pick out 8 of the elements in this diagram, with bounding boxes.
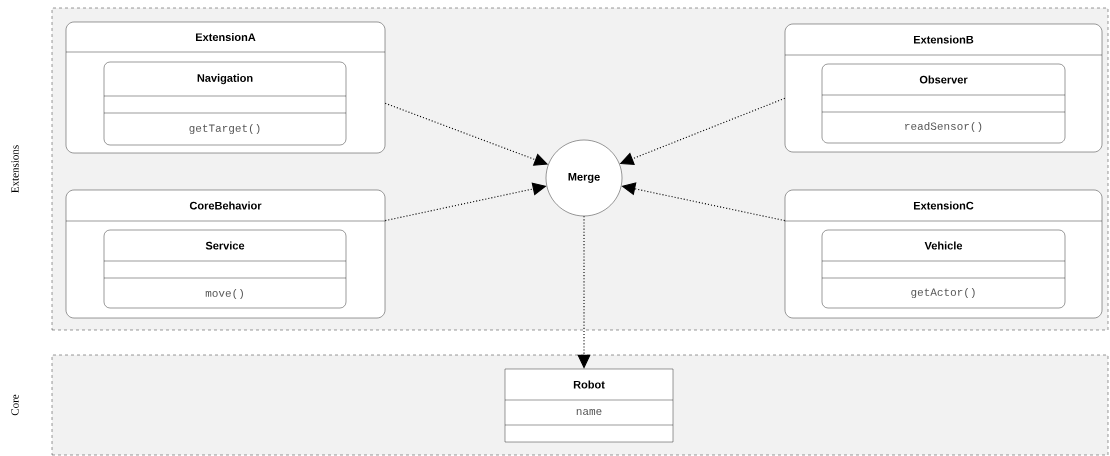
arrow (577, 215, 591, 369)
lane-label: Extensions (11, 145, 19, 193)
method-text: name (576, 409, 602, 415)
method-text: readSensor() (905, 121, 982, 133)
method-text: getTarget() (189, 123, 260, 135)
lane-label: Core (11, 394, 19, 416)
method-text: move() (205, 288, 243, 300)
method-text: getActor() (911, 287, 975, 299)
